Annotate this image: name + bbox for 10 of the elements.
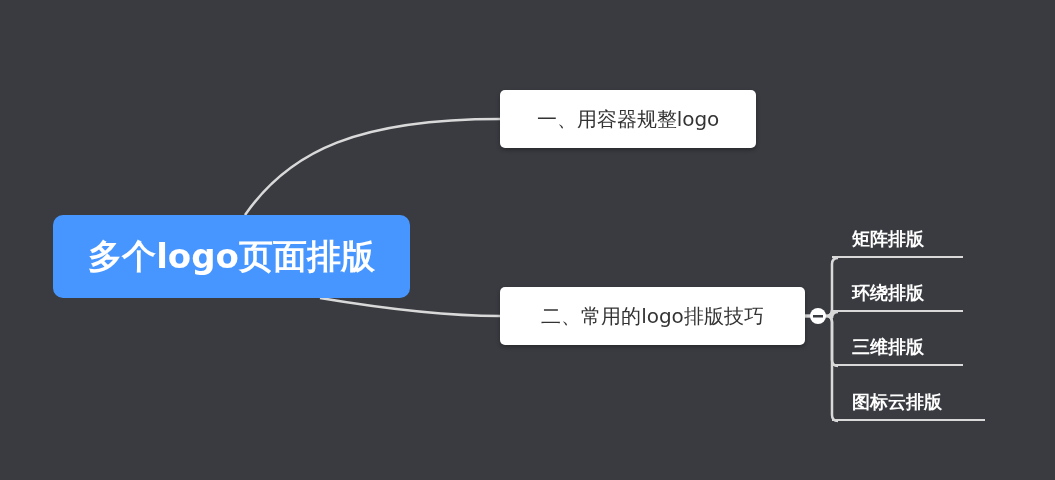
subtopic-label: 矩阵排版 — [832, 222, 963, 258]
subtopic-label: 图标云排版 — [832, 384, 985, 421]
subtopic-label: 三维排版 — [832, 330, 963, 366]
connector — [244, 117, 501, 216]
subtopic-label: 环绕排版 — [832, 276, 963, 312]
central-topic-box: 多个logo页面排版 — [53, 215, 410, 298]
topic-box: 二、常用的logo排版技巧 — [500, 287, 805, 345]
connector — [319, 296, 500, 318]
topic-box: 一、用容器规整logo — [500, 90, 756, 148]
connector — [805, 314, 839, 423]
